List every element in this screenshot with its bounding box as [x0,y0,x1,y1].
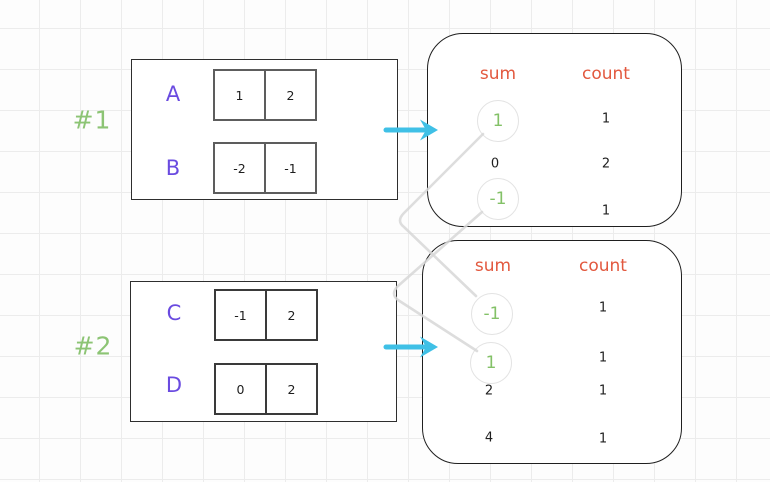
array-c-cells: -1 2 [214,289,318,341]
table1-sum-1-circled: 1 [477,100,519,142]
example-1-label: #1 [72,105,112,135]
table1-count-row3: 1 [601,203,611,219]
array-c-cell-0: -1 [214,289,267,341]
example-2-label: #2 [73,331,113,361]
sum-count-table-2: sum count -1 1 1 1 2 1 4 1 [422,240,682,464]
array-d-cells: 0 2 [214,363,318,415]
array-a-cell-1: 2 [264,69,317,121]
table2-sum-neg1-circled: -1 [471,293,513,335]
table2-count-row4: 1 [598,431,608,447]
table2-count-row1: 1 [598,300,608,316]
array-b-label: B [165,156,181,180]
table1-sum-neg1-circled: -1 [477,178,519,220]
table2-sum-4: 4 [484,430,494,446]
table1-count-row2: 2 [601,156,611,172]
example-1-box: A 1 2 B -2 -1 [131,59,398,200]
array-d-label: D [165,373,183,397]
array-c-cell-1: 2 [265,289,318,341]
table2-sum-1-circled: 1 [470,342,512,384]
table1-count-row1: 1 [601,111,611,127]
sum-count-table-1: sum count 1 1 0 2 -1 1 [427,33,682,227]
array-d-cell-0: 0 [214,363,267,415]
array-a-label: A [165,82,181,106]
array-a-cells: 1 2 [213,69,317,121]
array-d-cell-1: 2 [265,363,318,415]
array-b-cell-1: -1 [264,142,317,194]
array-a-cell-0: 1 [213,69,266,121]
array-b-cell-0: -2 [213,142,266,194]
table2-count-row3: 1 [598,383,608,399]
table1-count-header: count [582,64,630,84]
array-c-label: C [166,301,182,325]
table1-sum-0: 0 [490,156,500,172]
array-b-cells: -2 -1 [213,142,317,194]
table2-sum-header: sum [474,256,512,276]
table2-sum-2: 2 [484,383,494,399]
table2-count-header: count [579,256,627,276]
table2-count-row2: 1 [598,350,608,366]
table1-sum-header: sum [479,64,517,84]
example-2-box: C -1 2 D 0 2 [130,281,397,422]
